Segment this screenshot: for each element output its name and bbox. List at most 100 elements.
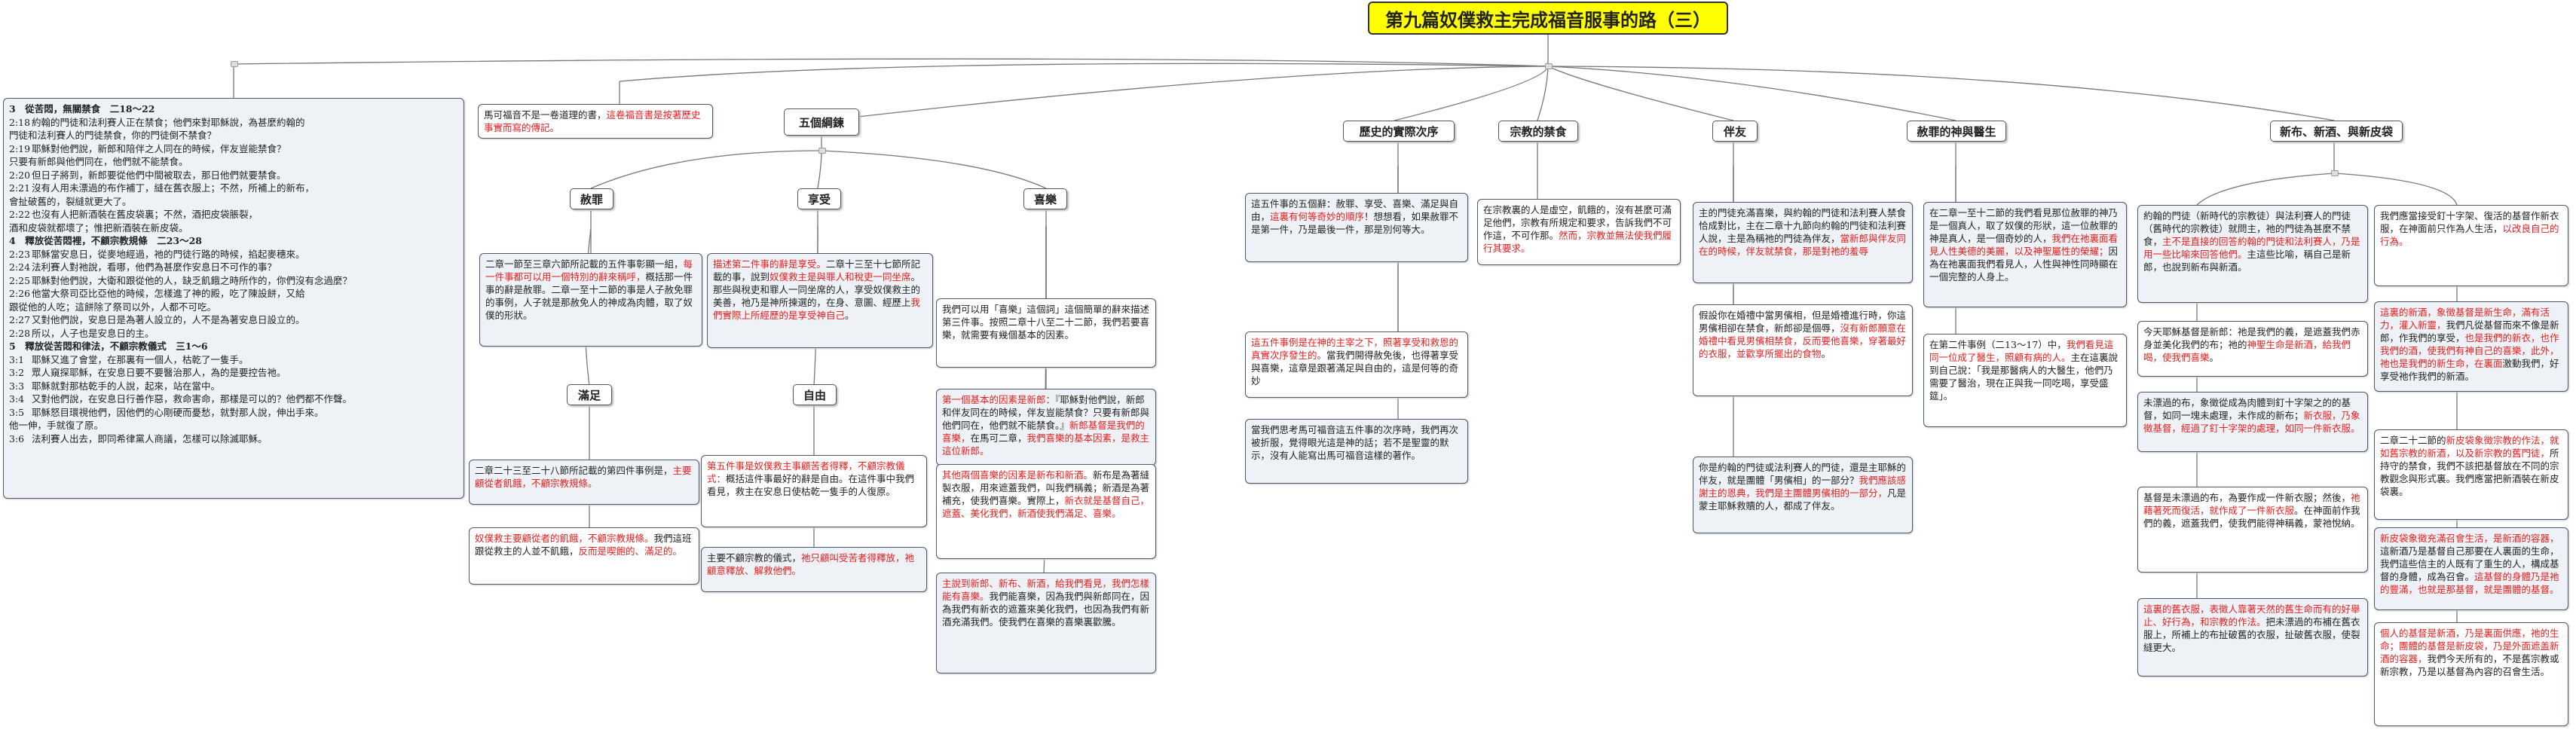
box-zongjiao-1: 在宗教裏的人是虛空，飢餓的，沒有甚麼可滿足他們，宗教有所規定和要求，告訴我們不可…	[1477, 199, 1681, 265]
box-text-segment: 使我們在喜樂的喜樂裏	[999, 616, 1094, 628]
box-text-segment: 主要不顧宗教的儀式，	[707, 552, 802, 564]
box-text-segment: 新郎基督是我們的喜樂，	[942, 420, 1145, 444]
box-text-segment: 當我們開得赦免後，也得著享受與喜樂，這章是跟著滿足與自由的，這是何等的奇妙	[1251, 350, 1459, 386]
verse-number: 3:6	[9, 432, 25, 444]
box-text-segment: 歡騰。	[1093, 616, 1121, 628]
box-text-segment: 這裏的舊衣服，表徵人靠著天然的舊生命而有的好舉止、好行為，和宗教的作法。	[2143, 603, 2360, 628]
box-text-segment: 激動我們，	[2502, 358, 2550, 369]
box-text-segment: 在宗教裏的人是虛空，飢餓的，沒有甚麼可滿足他們，宗教有所規定和要求，告訴我們不可…	[1483, 204, 1672, 241]
heading-banyou: 伴友	[1712, 121, 1758, 142]
verse-number: 2:24	[9, 261, 31, 273]
box-lishi-1: 這五件事的五個辭：赦罪、享受、喜樂、滿足與自由，這裏有何等奇妙的順序！想想看，如…	[1245, 193, 1468, 262]
box-xiangshou-1: 描述第二件事的辭是享受。二章十三至十七節所記載的事，說到奴僕救主是與罪人和稅吏一…	[707, 253, 933, 348]
box-text-segment: 就如舊宗教的新酒，以及新宗教的舊門徒，	[2380, 435, 2559, 459]
box-text-segment: 。	[1821, 348, 1831, 359]
box-text-segment: 我們在祂裏面看見人性美德的美麗，以及神聖屬性的榮耀；	[1929, 233, 2119, 257]
box-banyou-1: 主的門徒充滿喜樂，與約翰的門徒和法利賽人禁食恰成對比，主在二章十九節向約翰的門徒…	[1693, 202, 1913, 283]
box-shezui-1: 二章一節至三章六節所記載的五件事彰顯一組，每一件事都可以用一個特別的辭來稱呼，概…	[479, 253, 702, 347]
scripture-line: 只要有新郎與他們同在，他們就不能禁食。	[9, 155, 458, 169]
box-text-segment: 神聖生命是新酒，給我們喝，使我們喜樂	[2143, 339, 2351, 363]
box-text-segment: 祂只顧叫受苦者得釋放，祂顧意釋放、解救他們。	[707, 552, 915, 576]
verse-text: 耶穌當安息日，從麥地經過，祂的門徒行路的時候，掐起麥穗來。	[32, 248, 305, 260]
box-xinbu-1: 約翰的門徒（新時代的宗教徒）與法利賽人的門徒（舊時代的宗教徒）就問主，祂的門徒為…	[2137, 205, 2368, 303]
box-text-segment: 『耶穌對他們說，新郎和伴友同在的時候，伴友豈能禁食？只要有新郎與他們同在，他們就…	[942, 394, 1150, 431]
heading-wuzhou: 五個綱鍊	[784, 108, 859, 136]
verse-text: 耶穌怒目環視他們，因他們的心剛硬而憂愁，就對那人說，伸出手來。	[32, 406, 324, 418]
box-shenyi-1: 在二章一至十二節的我們看見那位赦罪的神乃是一個真人，取了奴僕的形狀，這一位赦罪的…	[1923, 202, 2127, 307]
box-text-segment: 你是約翰的門徒或法利賽人的門徒，還是主耶穌的伴友，就是團體「男儐相」的一部分？	[1699, 462, 1907, 486]
box-xinbu-8: 二章二十二節的新皮袋象徵宗教的作法，就如舊宗教的新酒，以及新宗教的舊門徒，所持守…	[2374, 429, 2568, 520]
verse-text: 跟從他的人吃；這餅除了祭司以外，人都不可吃。	[9, 301, 217, 313]
box-text-segment: 我們今天所有的，不是舊宗教或新宗教，乃是以基督為內容的召會生活。	[2380, 653, 2559, 677]
verse-number: 3:5	[9, 406, 25, 418]
box-text-segment: 個人的基督是新酒，乃是裏面供應，	[2380, 628, 2532, 639]
page-title: 第九篇奴僕救主完成福音服事的路（三）	[1368, 2, 1728, 35]
verse-text: 耶穌對他們說，大衛和跟從他的人，缺乏飢餓之時所作的，你們沒有念過麼？	[32, 274, 353, 286]
heading-manzu: 滿足	[567, 384, 612, 405]
box-xinbu-7: 這裏的新酒，象徵基督是新生命，滿有活力，灌入新靈，我們凡從基督而來不像是新郎，作…	[2374, 301, 2568, 392]
box-text-segment: 新布是為著縫製衣服，用來遮蓋我們，叫我們稱義；新酒是為著補充，使我們喜樂。實際上…	[942, 469, 1150, 506]
verse-number: 3:3	[9, 380, 25, 392]
box-text-segment: 其他兩個喜樂的因素是新布和新酒。	[942, 469, 1094, 481]
box-text-segment: 祂的生命；	[2380, 628, 2559, 652]
box-text-segment: 以改良自己的行為。	[2380, 223, 2559, 247]
verse-text: 耶穌又進了會堂，在那裏有一個人，枯乾了一隻手。	[32, 353, 249, 365]
box-text-segment: 新衣服，乃象徵基督，經過了釘十字架的處理，如同一件新衣服。	[2143, 410, 2360, 434]
box-text-segment: 基督是未漂過的布，為要作成一件新衣服；然後，	[2143, 492, 2351, 503]
heading-xiangshou: 享受	[797, 188, 841, 209]
box-lishi-2: 這五件事例是在神的主宰之下，照著享受和救恩的真實次序發生的。當我們開得赦免後，也…	[1245, 331, 1468, 398]
heading-zongjiao: 宗教的禁食	[1498, 121, 1578, 142]
box-xinbu-6: 我們應當接受釘十字架、復活的基督作新衣服，在神面前只作為人生活，以改良自己的行為…	[2374, 205, 2568, 286]
verse-text: 但日子將到，新郎要從他們中間被取去，那日他們就要禁食。	[32, 169, 286, 181]
box-text-segment: 我們這班跟從救主的人並不飢餓，	[475, 533, 692, 557]
box-text-segment: 好享受祂作我們的新酒。	[2380, 358, 2559, 382]
box-text-segment: 主在這裏說到自己說：「我是那醫病人的大醫生，他們乃需要了醫治，現在正與我一同吃喝…	[1929, 352, 2119, 402]
heading-ziyou: 自由	[793, 384, 837, 405]
box-text-segment: 概括那一件事的辭是赦罪。二章一至十二節的事是人子赦免罪的事例，人子就是那赦免人的…	[485, 271, 693, 321]
verse-number: 2:19	[9, 142, 31, 154]
box-text-segment: 奴僕救主要顧從者的飢餓，不顧宗教規條。	[475, 533, 654, 544]
verse-text: 酒和皮袋就都壞了；惟把新酒裝在新皮袋。	[9, 221, 188, 234]
box-text-segment: 因為在祂裏面我們看見人，人性與神性同時顯在一個完整的人身上。	[1929, 246, 2119, 283]
box-xinbu-3: 未漂過的布，象徵從成為肉體到釘十字架之的的基督，如同一塊未處理，未作成的新布；新…	[2137, 392, 2368, 452]
box-text-segment: 我們凡從基督而來不像是新郎，作我們的享受，	[2380, 319, 2559, 344]
box-text-segment: 這新酒乃是基督自己那要在人裏面的生命，我們這些信主的人既有了重生的人，構成基督的…	[2380, 545, 2559, 582]
box-text-segment: 團體的基督是新皮袋，乃是外面遮盖新酒的容器，	[2380, 640, 2559, 664]
verse-number: 2:20	[9, 169, 31, 181]
box-banyou-2: 假設你在婚禮中當男儐相，但是婚禮進行時，你這男儐相卻在禁食，新郎卻是個辱，沒有新…	[1693, 304, 1913, 396]
box-shenyi-2: 在第二件事例（二13～17）中，我們看見這同一位成了醫生，照顧有病的人。主在這裏…	[1923, 334, 2127, 427]
box-text-segment: 主要顧從者飢餓，不顧宗教規條。	[475, 465, 692, 489]
verse-number: 2:27	[9, 314, 31, 325]
box-text-segment: 所持守的禁食，我們不該把基督放在不同的宗教觀念與形式裏。我們應當把新酒裝在新皮袋…	[2380, 447, 2559, 497]
verse-number: 3:4	[9, 393, 25, 405]
box-text-segment: 祂藉著死而復活，就作成了一件新衣服	[2143, 492, 2360, 516]
box-text-segment: 我們可以用「喜樂」這個	[942, 304, 1046, 315]
box-text-segment: 主的門徒充滿喜樂，與約翰的門徒和法利賽人禁食恰成對比，主在二章十九節向約翰的門徒…	[1699, 207, 1907, 244]
box-text-segment: 二章二十二節的	[2380, 435, 2446, 446]
verse-text: 沒有人用未漂過的布作補丁，縫在舊衣服上；不然，所補上的新布，	[32, 182, 315, 194]
verse-text: 法利賽人對祂說，看哪，他們為甚麼作安息日不可作的事？	[32, 261, 277, 273]
verse-number: 2:26	[9, 288, 31, 299]
box-text-segment: 新皮袋象徵充滿召會生活，是新酒的容器，	[2380, 533, 2559, 544]
verse-number: 2:28	[9, 327, 31, 339]
verse-number: 3:1	[9, 353, 25, 365]
intro-text: 馬可福音不是一卷道理的書，	[484, 109, 607, 121]
verse-text: 他一伸，手就復了原。	[9, 420, 104, 431]
connector-node	[231, 61, 238, 67]
box-text-segment: 」這個簡單的辭來描述第三件事。按照二章十八至二十二節，我們若要喜樂，就需要有幾個…	[942, 304, 1150, 341]
box-text-segment: 第五件事是奴僕救主事顧苦者得釋，不顧宗教儀式：	[707, 460, 905, 484]
box-text-segment: 描述第二件事的辭是享受。	[713, 258, 827, 270]
box-manzu-1: 二章二十三至二十八節所記載的第四件事例是，主要顧從者飢餓，不顧宗教規條。	[469, 460, 699, 505]
box-xinbu-10: 個人的基督是新酒，乃是裏面供應，祂的生命；團體的基督是新皮袋，乃是外面遮盖新酒的…	[2374, 622, 2568, 726]
box-text-segment: 就是團體的基督。	[2483, 584, 2559, 595]
box-text-segment: 奴僕救主是與罪人和稅吏一同坐席	[769, 271, 911, 283]
box-text-segment: 今天耶穌基督是新郎：祂是我們的義，是遮蓋我們赤身並美化我們的布；祂的	[2143, 326, 2360, 350]
scripture-line: 3:1 耶穌又進了會堂，在那裏有一個人，枯乾了一隻手。	[9, 353, 458, 367]
